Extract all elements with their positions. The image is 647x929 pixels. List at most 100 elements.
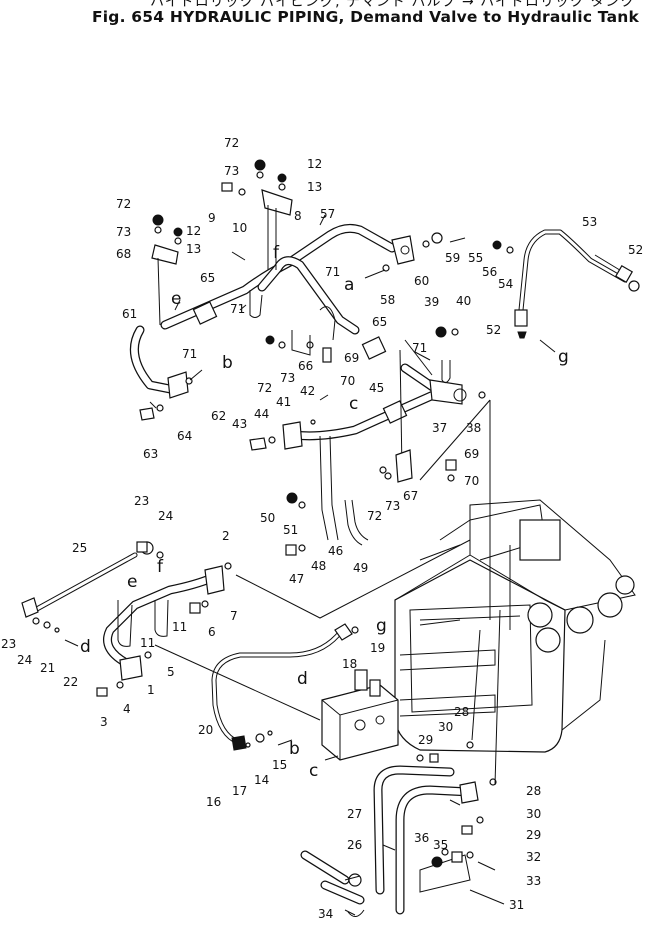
pipe-25 [21, 541, 154, 618]
ref-letter-f: f [157, 557, 164, 577]
callout-65: 65 [200, 271, 215, 285]
callout-71: 71 [182, 347, 197, 361]
callout-24: 24 [17, 653, 32, 667]
callout-numbers: 72 73 12 13 9 10 8 57 72 12 73 13 68 59 … [1, 136, 643, 921]
callout-72: 72 [116, 197, 131, 211]
callout-52: 52 [486, 323, 501, 337]
callout-13: 13 [186, 242, 201, 256]
callout-56: 56 [482, 265, 497, 279]
callout-14: 14 [254, 773, 269, 787]
callout-48: 48 [311, 559, 326, 573]
ref-letter-a: a [344, 275, 354, 295]
callout-24: 24 [158, 509, 173, 523]
ref-letter-d: d [297, 669, 308, 689]
callout-68: 68 [116, 247, 131, 261]
callout-71: 71 [325, 265, 340, 279]
callout-69: 69 [464, 447, 479, 461]
callout-43: 43 [232, 417, 247, 431]
callout-29: 29 [526, 828, 541, 842]
callout-5: 5 [167, 665, 175, 679]
callout-72: 72 [257, 381, 272, 395]
callout-41: 41 [276, 395, 291, 409]
pipe-53 [514, 229, 640, 339]
ref-letter-c: c [309, 761, 318, 781]
callout-73: 73 [224, 164, 239, 178]
callout-40: 40 [456, 294, 471, 308]
flange-57 [391, 235, 415, 265]
callout-27: 27 [347, 807, 362, 821]
callout-54: 54 [498, 277, 513, 291]
callout-6: 6 [208, 625, 216, 639]
callout-12: 12 [307, 157, 322, 171]
callout-17: 17 [232, 784, 247, 798]
figure-title-japanese: ハイドロリック パイピング, デマンド バルブ → ハイドロリック タンク [150, 0, 636, 10]
callout-65: 65 [372, 315, 387, 329]
hydraulic-tank [394, 499, 636, 753]
hose-65-upper [192, 301, 218, 325]
callout-69: 69 [344, 351, 359, 365]
callout-29: 29 [418, 733, 433, 747]
callout-73: 73 [385, 499, 400, 513]
callout-70: 70 [464, 474, 479, 488]
callout-11: 11 [140, 636, 155, 650]
callout-35: 35 [433, 838, 448, 852]
ref-letter-b: b [222, 353, 233, 373]
callout-19: 19 [370, 641, 385, 655]
callout-73: 73 [116, 225, 131, 239]
callout-28: 28 [454, 705, 469, 719]
ref-letter-g: g [376, 616, 387, 636]
callout-45: 45 [369, 381, 384, 395]
callout-22: 22 [63, 675, 78, 689]
callout-30: 30 [438, 720, 453, 734]
hardware [32, 159, 514, 868]
callout-39: 39 [424, 295, 439, 309]
pipe-57-assembly [129, 223, 415, 399]
callout-72: 72 [367, 509, 382, 523]
callout-12: 12 [186, 224, 201, 238]
callout-44: 44 [254, 407, 269, 421]
callout-73: 73 [280, 371, 295, 385]
tank-filler-box [519, 519, 561, 561]
callout-71: 71 [412, 341, 427, 355]
callout-46: 46 [328, 544, 343, 558]
callout-7: 7 [230, 609, 238, 623]
callout-59: 59 [445, 251, 460, 265]
callout-34: 34 [318, 907, 333, 921]
callout-16: 16 [206, 795, 221, 809]
callout-21: 21 [40, 661, 55, 675]
pipe-20 [211, 623, 353, 751]
callout-67: 67 [403, 489, 418, 503]
figure-title: Fig. 654 HYDRAULIC PIPING, Demand Valve … [92, 8, 639, 26]
callout-15: 15 [272, 758, 287, 772]
callout-58: 58 [380, 293, 395, 307]
callout-53: 53 [582, 215, 597, 229]
callout-3: 3 [100, 715, 108, 729]
callout-23: 23 [134, 494, 149, 508]
callout-55: 55 [468, 251, 483, 265]
callout-70: 70 [340, 374, 355, 388]
callout-36: 36 [414, 831, 429, 845]
ref-letter-f: f [273, 243, 280, 263]
callout-38: 38 [466, 421, 481, 435]
callout-63: 63 [143, 447, 158, 461]
reference-letters: a f e b c g e f d g d b c [80, 243, 569, 781]
callout-23: 23 [1, 637, 16, 651]
callout-2: 2 [222, 529, 230, 543]
callout-47: 47 [289, 572, 304, 586]
callout-37: 37 [432, 421, 447, 435]
callout-72: 72 [224, 136, 239, 150]
callout-51: 51 [283, 523, 298, 537]
callout-8: 8 [294, 209, 302, 223]
hose-65-lower [361, 336, 387, 360]
callout-4: 4 [123, 702, 131, 716]
callout-20: 20 [198, 723, 213, 737]
leader-lines [64, 214, 556, 916]
ref-letter-d: d [80, 637, 91, 657]
callout-33: 33 [526, 874, 541, 888]
callout-66: 66 [298, 359, 313, 373]
ref-letter-b: b [289, 739, 300, 759]
pipe-26-27 [300, 765, 479, 917]
callout-9: 9 [208, 211, 216, 225]
